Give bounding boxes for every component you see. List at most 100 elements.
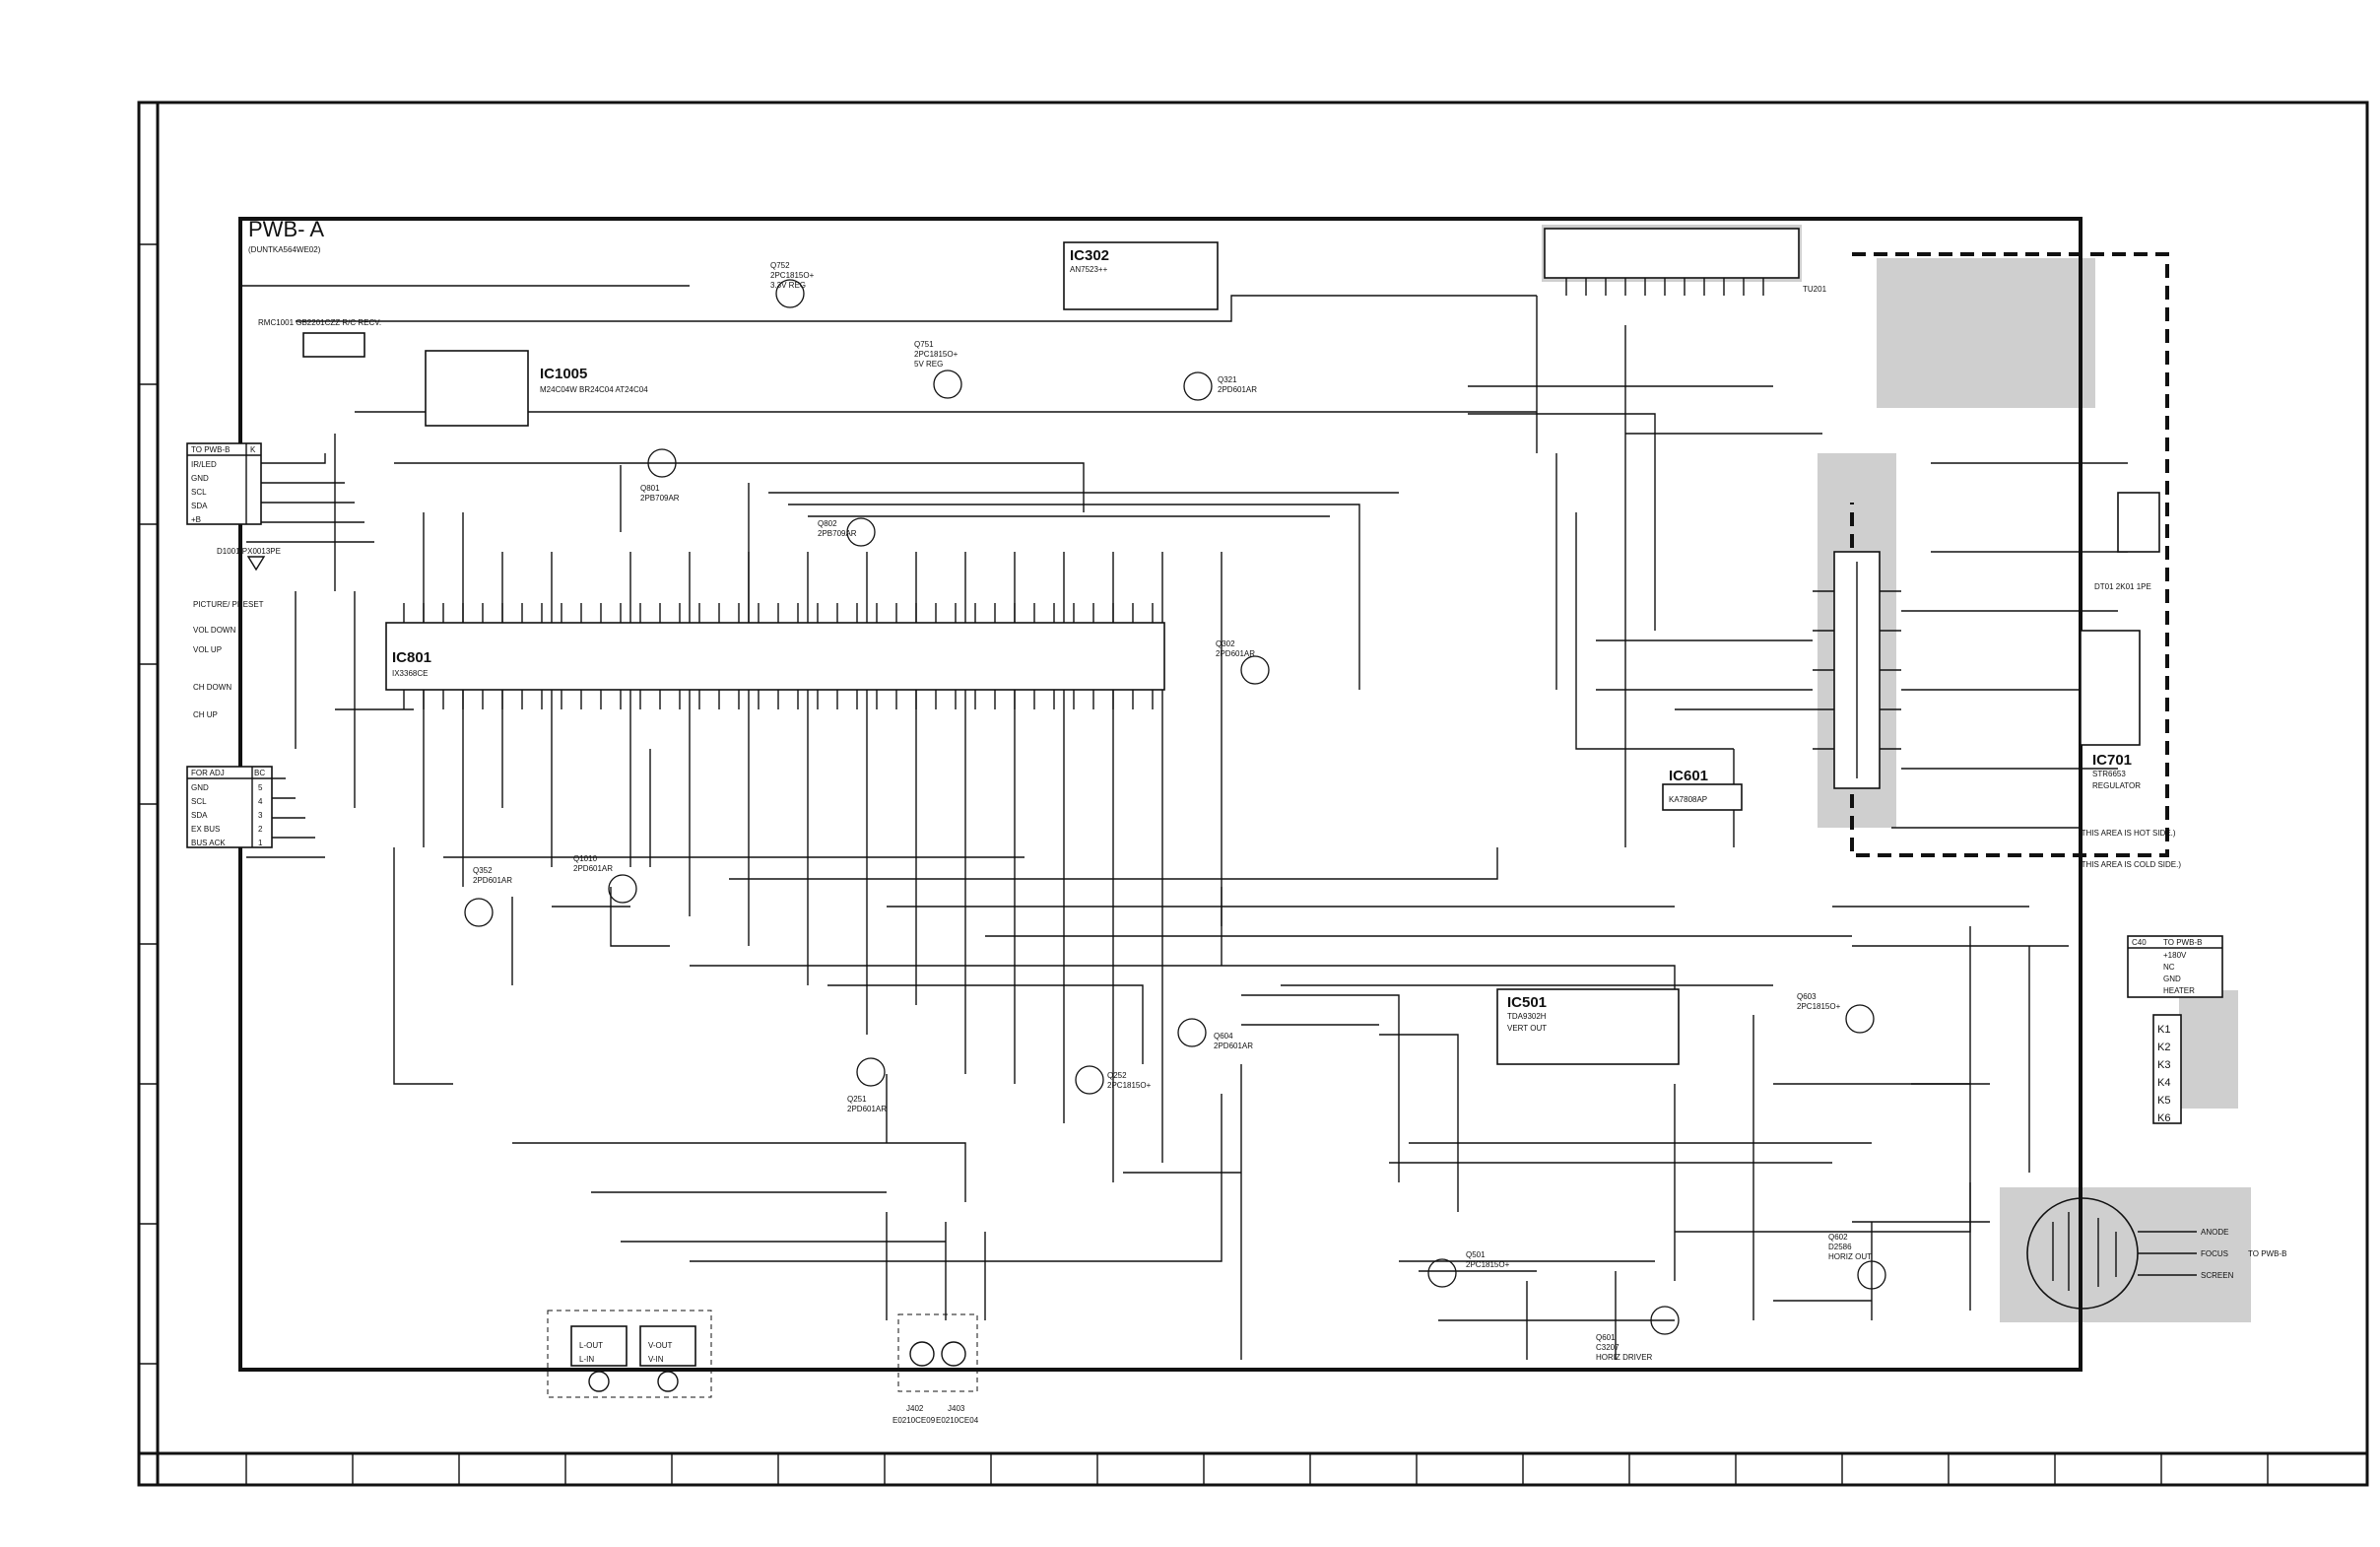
transistor-q752: Q752 2PC1815O+ 3.3V REG [770, 261, 815, 308]
pin-label: SDA [191, 502, 208, 510]
pin-label: GND [191, 474, 209, 483]
pin-label: GND [191, 783, 209, 792]
ic-part: KA7808AP [1669, 795, 1707, 804]
crt-socket: K1 K2 K3 K4 K5 K6 [2152, 1014, 2182, 1124]
dt-label: DT01 2K01 1PE [2094, 582, 2151, 591]
ic-601: IC601 KA7808AP [1662, 768, 1743, 811]
pin-num: 2 [258, 825, 263, 834]
connector-pwb-b-top: TO PWB-B K IR/LED GND SCL SDA +B [186, 442, 262, 525]
svg-text:2PC1815O+: 2PC1815O+ [1107, 1081, 1152, 1090]
svg-text:Q751: Q751 [914, 340, 934, 349]
ic-1005: IC1005 M24C04W BR24C04 AT24C04 [425, 350, 648, 427]
svg-text:3.3V REG: 3.3V REG [770, 281, 806, 290]
k-pin: K5 [2157, 1095, 2170, 1107]
svg-text:Q321: Q321 [1218, 375, 1237, 384]
k-pin: K6 [2157, 1112, 2170, 1124]
pin-num: 1 [258, 839, 263, 847]
pin-label: NC [2163, 963, 2175, 972]
pin-num: 5 [258, 783, 263, 792]
ic-701: IC701 STR6653 REGULATOR [2080, 630, 2141, 790]
connector-pwb-b-right: C40 TO PWB-B +180V NC GND HEATER [2127, 935, 2223, 998]
svg-text:Q501: Q501 [1466, 1250, 1486, 1259]
ic-part: AN7523++ [1070, 265, 1108, 274]
svg-text:HORIZ DRIVER: HORIZ DRIVER [1596, 1353, 1653, 1362]
k-pin: K4 [2157, 1077, 2170, 1089]
hot-side-note: (THIS AREA IS HOT SIDE.) [2079, 829, 2176, 838]
svg-text:Q802: Q802 [818, 519, 837, 528]
ic-ref: IC1005 [540, 366, 587, 382]
pin-label: SCL [191, 488, 207, 497]
svg-text:2PC1815O+: 2PC1815O+ [914, 350, 959, 359]
ic-part: STR6653 [2092, 770, 2126, 778]
pin-label: SCL [191, 797, 207, 806]
k-pin: K1 [2157, 1024, 2170, 1036]
svg-text:2PC1815O+: 2PC1815O+ [770, 271, 815, 280]
pin-label: BUS ACK [191, 839, 226, 847]
connector-col: C40 [2132, 938, 2147, 947]
ic-note: REGULATOR [2092, 781, 2141, 790]
cold-side-note: (THIS AREA IS COLD SIDE.) [2079, 860, 2181, 869]
pin-num: 4 [258, 797, 263, 806]
svg-text:Q1010: Q1010 [573, 854, 598, 863]
ic-part: M24C04W BR24C04 AT24C04 [540, 385, 648, 394]
ic-part: IX3368CE [392, 669, 428, 678]
svg-text:2PD601AR: 2PD601AR [847, 1105, 887, 1113]
svg-text:Q601: Q601 [1596, 1333, 1616, 1342]
svg-text:Q252: Q252 [1107, 1071, 1127, 1080]
transistor-q501: Q501 2PC1815O+ [1427, 1250, 1510, 1288]
jack-ref: J402 [906, 1404, 924, 1413]
ic-ref: IC501 [1507, 994, 1547, 1011]
connector-col: BC [254, 769, 265, 777]
board-title: PWB- A [248, 217, 324, 241]
jack-label: L-OUT [579, 1341, 603, 1350]
transistor-q352: Q352 2PD601AR [464, 866, 512, 927]
pin-label: +180V [2163, 951, 2187, 960]
pin-label: HEATER [2163, 986, 2195, 995]
fbt-output: SCREEN [2201, 1271, 2234, 1280]
connector-col: K [250, 445, 256, 454]
board-subtitle: (DUNTKA564WE02) [248, 245, 321, 254]
pin-label: GND [2163, 975, 2181, 983]
ic-part: TDA9302H [1507, 1012, 1547, 1021]
ic-ref: IC801 [392, 649, 431, 666]
pin-label: +B [191, 515, 201, 524]
ic-302: IC302 AN7523++ [1063, 241, 1219, 310]
ic-501: IC501 TDA9302H VERT OUT [1496, 988, 1680, 1065]
svg-text:2PC1815O+: 2PC1815O+ [1797, 1002, 1841, 1011]
pin-label: EX BUS [191, 825, 220, 834]
ic-801: IC801 IX3368CE [385, 603, 1165, 709]
svg-text:Q603: Q603 [1797, 992, 1817, 1001]
jack-part: E0210CE09 [892, 1416, 936, 1425]
svg-text:Q352: Q352 [473, 866, 493, 875]
transistor-symbols: Q752 2PC1815O+ 3.3V REG Q751 2PC1815O+ 5… [464, 261, 1886, 1362]
svg-text:HORIZ OUT: HORIZ OUT [1828, 1252, 1872, 1261]
ic-ref: IC302 [1070, 247, 1109, 264]
svg-text:2PC1815O+: 2PC1815O+ [1466, 1260, 1510, 1269]
key-label: VOL DOWN [193, 626, 235, 635]
svg-text:2PD601AR: 2PD601AR [1216, 649, 1255, 658]
svg-text:2PB709AR: 2PB709AR [640, 494, 680, 503]
hot-side-shading [1542, 225, 2251, 1322]
svg-text:2PD601AR: 2PD601AR [1218, 385, 1257, 394]
pin-label: IR/LED [191, 460, 217, 469]
svg-text:2PB709AR: 2PB709AR [818, 529, 857, 538]
flyback-transformer: ANODE FOCUS SCREEN TO PWB-B [2026, 1197, 2286, 1310]
jack-part: E0210CE04 [936, 1416, 979, 1425]
svg-text:Q752: Q752 [770, 261, 790, 270]
svg-text:C3207: C3207 [1596, 1343, 1620, 1352]
ic-ref: IC601 [1669, 768, 1708, 784]
fbt-output: ANODE [2201, 1228, 2228, 1237]
power-transformer [1813, 551, 1901, 789]
pin-label: SDA [191, 811, 208, 820]
remote-receiver: RMC1001 GB2201CZZ R/C RECV. [258, 318, 381, 358]
connector-factory-adj: FOR ADJ BC GND SCL SDA EX BUS BUS ACK 5 … [186, 766, 273, 848]
fbt-output: FOCUS [2201, 1249, 2228, 1258]
av-jack-panel: L-OUT V-OUT L-IN V-IN J402 E0210CE09 J40… [547, 1310, 979, 1425]
transistor-q601: Q601 C3207 HORIZ DRIVER [1596, 1306, 1680, 1362]
pin-num: 3 [258, 811, 263, 820]
transistor-q321: Q321 2PD601AR [1183, 371, 1257, 401]
remote-label: RMC1001 GB2201CZZ R/C RECV. [258, 318, 381, 327]
transistor-q252: Q252 2PC1815O+ [1075, 1065, 1152, 1095]
svg-text:2PD601AR: 2PD601AR [573, 864, 613, 873]
led-d1001: D1001 PX0013PE [217, 547, 281, 572]
